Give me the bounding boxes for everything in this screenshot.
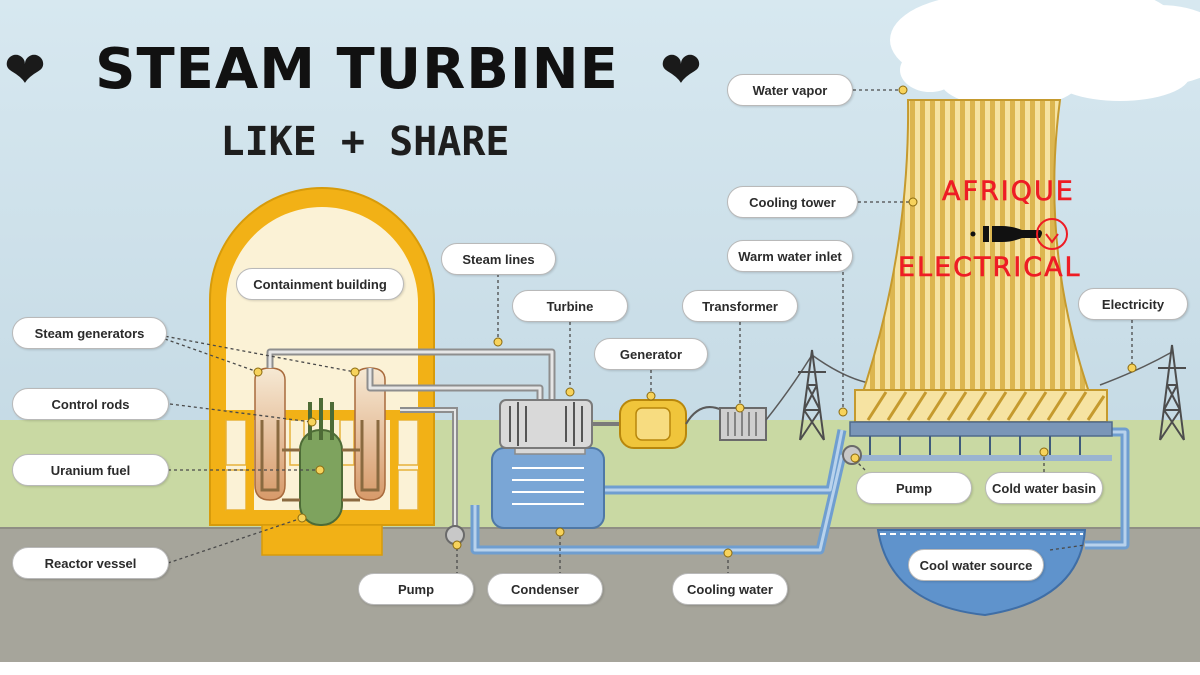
label-generator: Generator [594,338,708,370]
cooling-tower [849,99,1113,461]
label-transformer: Transformer [682,290,798,322]
label-pump-right: Pump [856,472,972,504]
label-condenser: Condenser [487,573,603,605]
transformer [685,406,767,441]
label-steam-generators: Steam generators [12,317,167,349]
label-containment-building: Containment building [236,268,404,300]
connector-dots [253,85,1137,558]
label-cooling-tower: Cooling tower [727,186,858,218]
label-electricity: Electricity [1078,288,1188,320]
condenser [491,439,605,529]
label-uranium-fuel: Uranium fuel [12,454,169,486]
generator [619,399,687,449]
label-pump-left: Pump [358,573,474,605]
heart-icon: ❤ [660,41,702,99]
watermark-brand-line2: ELECTRICAL [898,252,1082,283]
steam-generators [254,367,386,501]
pylon-left [798,349,826,441]
watermark-brand-line1: AFRIQUE [942,176,1075,207]
label-reactor-vessel: Reactor vessel [12,547,169,579]
cloud [890,0,1200,108]
reactor-vessel [282,398,360,526]
label-cool-water-source: Cool water source [908,549,1044,581]
leader-lines [147,89,1133,575]
page-subtitle: LIKE + SHARE [220,119,510,165]
label-cooling-water: Cooling water [672,573,788,605]
label-water-vapor: Water vapor [727,74,853,106]
page-title: STEAM TURBINE [95,37,619,102]
label-cold-water-basin: Cold water basin [985,472,1103,504]
pylon-right [1158,344,1186,441]
label-control-rods: Control rods [12,388,169,420]
label-turbine: Turbine [512,290,628,322]
label-warm-water-inlet: Warm water inlet [727,240,853,272]
plug-logo-icon [970,218,1068,250]
label-steam-lines: Steam lines [441,243,556,275]
heart-icon: ❤ [4,41,46,99]
turbine [499,399,620,449]
